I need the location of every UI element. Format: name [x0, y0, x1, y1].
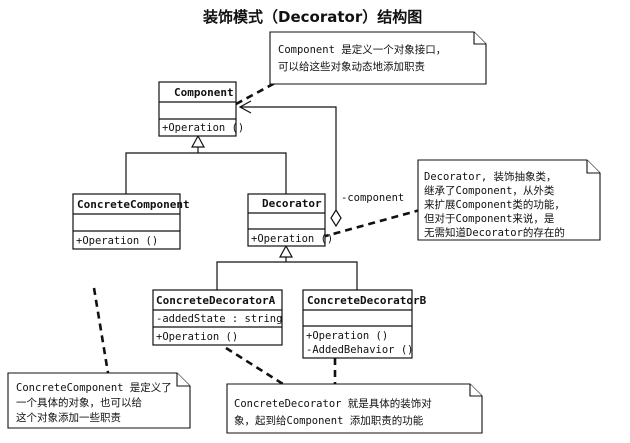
class-name: ConcreteComponent: [77, 198, 190, 211]
note-decorator[interactable]: Decorator, 装饰抽象类， 继承了Component，从外类 来扩展Co…: [417, 159, 601, 241]
association-role-label: -component: [341, 192, 404, 204]
note-line: 可以给这些对象动态地添加职责: [278, 60, 425, 73]
generalization-decorator: [216, 244, 358, 290]
note-line: ConcreteDecorator 就是具体的装饰对: [234, 397, 432, 410]
class-operation: +Operation (): [76, 235, 158, 247]
class-component[interactable]: Component +Operation (): [158, 81, 244, 137]
class-operation: +Operation (): [306, 330, 388, 342]
aggregation-component: [238, 100, 342, 228]
inheritance-arrowhead: [190, 134, 206, 148]
note-link-concrete-decorator-a: [225, 346, 284, 386]
note-line: Component 是定义一个对象接口，: [278, 43, 446, 56]
aggregation-diamond: [330, 208, 342, 228]
note-line: 继承了Component，从外类: [424, 184, 555, 197]
class-name: ConcreteDecoratorB: [307, 294, 427, 307]
class-name: ConcreteDecoratorA: [156, 294, 276, 307]
class-decorator[interactable]: Decorator +Operation (): [247, 193, 333, 247]
class-name: Decorator: [262, 197, 322, 210]
diagram-title: 装饰模式（Decorator）结构图: [202, 8, 422, 26]
note-line: 象，起到给Component 添加职责的功能: [234, 414, 424, 427]
class-operation: +Operation (): [156, 331, 238, 343]
class-operation: -AddedBehavior (): [306, 344, 413, 356]
note-link-concrete-component: [92, 287, 110, 374]
note-component[interactable]: Component 是定义一个对象接口， 可以给这些对象动态地添加职责: [269, 31, 487, 85]
note-link-decorator: [321, 208, 421, 239]
class-operation: +Operation (): [251, 233, 333, 245]
note-line: 来扩展Component类的功能，: [424, 198, 565, 211]
class-concrete-decorator-a[interactable]: ConcreteDecoratorA -addedState : string …: [152, 289, 283, 346]
class-operation: +Operation (): [162, 122, 244, 134]
class-concrete-component[interactable]: ConcreteComponent +Operation (): [72, 193, 190, 250]
note-line: Decorator, 装饰抽象类，: [424, 170, 557, 183]
note-line: 但对于Component来说，是: [424, 212, 555, 225]
note-concrete-component[interactable]: ConcreteComponent 是定义了 一个具体的对象，也可以给 这个对象…: [7, 372, 191, 429]
note-line: 无需知道Decorator的存在的: [424, 226, 565, 239]
inheritance-arrowhead: [278, 244, 294, 258]
generalization-component: [125, 134, 287, 194]
class-attribute: -addedState : string: [156, 313, 282, 325]
note-concrete-decorator[interactable]: ConcreteDecorator 就是具体的装饰对 象，起到给Componen…: [226, 383, 483, 434]
class-concrete-decorator-b[interactable]: ConcreteDecoratorB +Operation () -AddedB…: [302, 289, 427, 359]
note-line: 这个对象添加一些职责: [16, 411, 121, 424]
class-name: Component: [174, 86, 234, 99]
note-line: 一个具体的对象，也可以给: [16, 396, 142, 409]
note-line: ConcreteComponent 是定义了: [16, 381, 172, 394]
